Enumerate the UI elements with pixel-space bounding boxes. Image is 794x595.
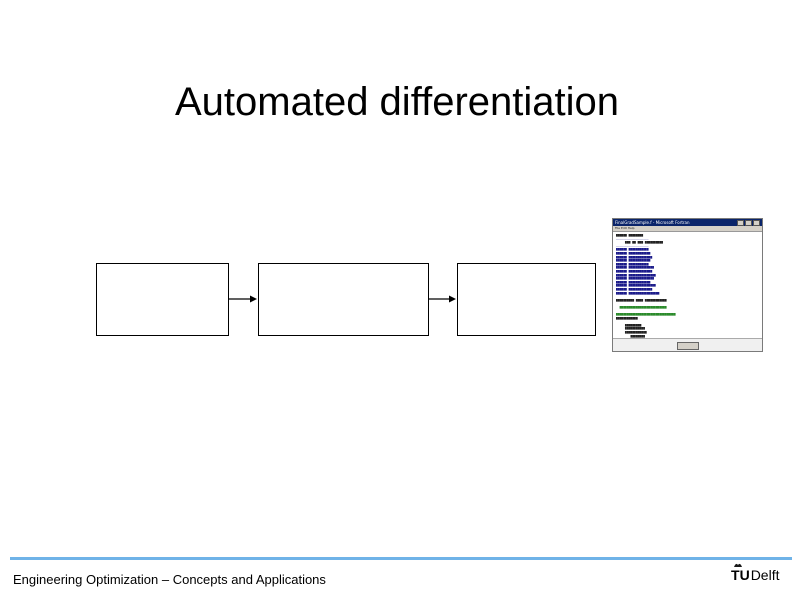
logo-t: T: [731, 563, 742, 583]
code-window-menu: File Edit Help: [613, 226, 762, 232]
process-box-3: [457, 263, 596, 336]
arrow-2: [429, 292, 457, 306]
flame-icon: [734, 563, 742, 567]
arrow-1: [229, 292, 258, 306]
maximize-icon: [745, 219, 752, 226]
logo-letter-t: T: [731, 567, 740, 583]
code-listing-picture: ██████ ████████ —————————————————— ███ █…: [616, 234, 676, 339]
window-buttons: [737, 219, 760, 226]
code-window-footer: [613, 338, 762, 351]
code-window-titlebar: FinalGradSample.f - Microsoft Fortran: [613, 219, 762, 226]
minimize-icon: [737, 219, 744, 226]
code-window-screenshot: FinalGradSample.f - Microsoft Fortran Fi…: [612, 218, 763, 352]
process-box-2: [258, 263, 429, 336]
slide-title: Automated differentiation: [174, 80, 619, 124]
logo-letter-u: U: [739, 567, 750, 583]
ok-button: [677, 342, 699, 350]
code-window-title: FinalGradSample.f - Microsoft Fortran: [615, 220, 690, 225]
footer-divider: [10, 557, 792, 560]
logo-delft: Delft: [750, 567, 780, 583]
footer-text: Engineering Optimization – Concepts and …: [13, 572, 326, 587]
close-icon: [753, 219, 760, 226]
tu-delft-logo: T U Delft: [731, 563, 780, 583]
process-box-1: [96, 263, 229, 336]
